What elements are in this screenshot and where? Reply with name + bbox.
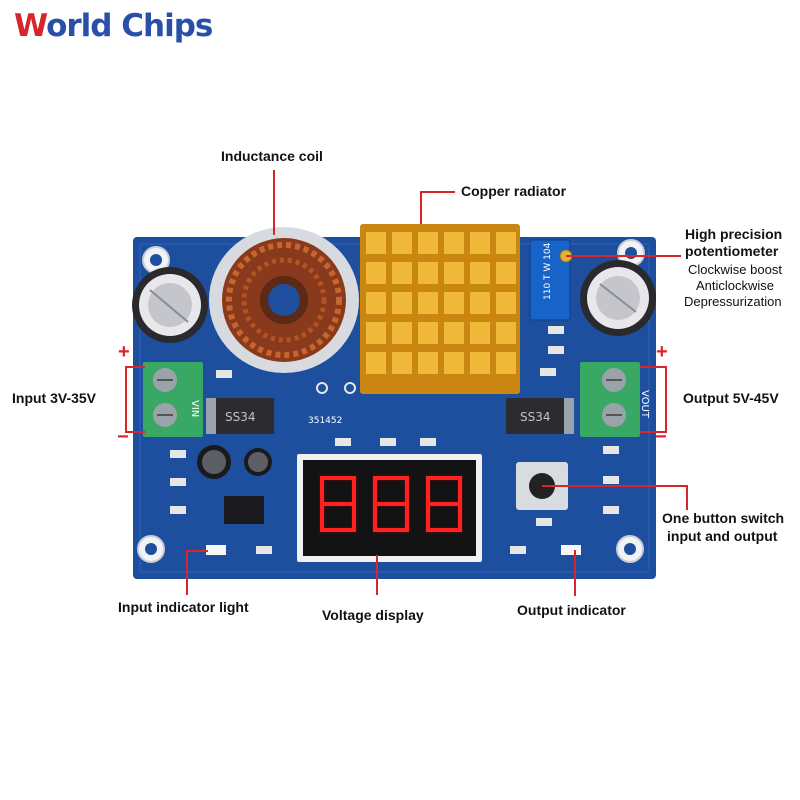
- brand-logo: World Chips: [14, 8, 213, 44]
- label-output-indicator: Output indicator: [517, 602, 626, 618]
- diode-marking: SS34: [225, 410, 256, 424]
- logo-initial: W: [14, 8, 47, 44]
- callout-line-input-led-h: [186, 550, 208, 552]
- label-button-1: One button switch: [662, 510, 785, 526]
- callout-line-button-v: [686, 485, 688, 510]
- pot-marking: 110 T W 104: [543, 242, 553, 300]
- callout-bracket-input-bottom: [125, 431, 145, 433]
- callout-line-radiator-h: [420, 191, 455, 193]
- output-terminal: VOUT: [580, 362, 650, 437]
- left-capacitor: [132, 267, 208, 343]
- copper-radiator: [360, 224, 520, 394]
- label-pot-desc-2: Anticlockwise: [696, 278, 775, 293]
- input-plus-sign: +: [118, 341, 130, 363]
- label-output: Output 5V-45V: [683, 390, 779, 406]
- label-potentiometer-2: potentiometer: [685, 243, 779, 259]
- potentiometer: 110 T W 104: [529, 239, 573, 321]
- callout-line-button-h: [542, 485, 687, 487]
- callout-bracket-input-top: [125, 366, 145, 368]
- logo-text: orld Chips: [46, 8, 213, 44]
- ic-u1: [224, 496, 264, 524]
- inductance-coil: [209, 227, 359, 373]
- label-voltage-display: Voltage display: [322, 607, 424, 623]
- label-pot-desc-1: Clockwise boost: [688, 262, 782, 277]
- input-terminal: VIN: [143, 362, 203, 437]
- callout-line-display: [376, 555, 378, 595]
- label-inductance-coil: Inductance coil: [221, 148, 323, 164]
- callout-line-radiator-v: [420, 191, 422, 224]
- callout-bracket-input: [125, 366, 127, 433]
- output-plus-sign: +: [656, 341, 668, 363]
- vin-silkscreen: VIN: [189, 400, 200, 417]
- label-pot-desc-3: Depressurization: [684, 294, 782, 309]
- diode-d4: SS34: [506, 398, 574, 434]
- callout-bracket-output-bottom: [640, 431, 666, 433]
- callout-line-input-led: [186, 550, 188, 595]
- model-silkscreen: 351452: [308, 416, 342, 426]
- output-minus-sign: −: [655, 426, 667, 448]
- led-d1: [206, 545, 226, 555]
- input-minus-sign: −: [117, 426, 129, 448]
- label-input-indicator: Input indicator light: [118, 599, 249, 615]
- voltage-display: [297, 454, 482, 562]
- label-copper-radiator: Copper radiator: [461, 183, 567, 199]
- callout-bracket-output: [665, 366, 667, 433]
- diode-marking: SS34: [520, 410, 551, 424]
- callout-line-coil: [273, 170, 275, 235]
- diode-d3: SS34: [206, 398, 274, 434]
- right-capacitor: [580, 260, 656, 336]
- callout-line-pot: [566, 255, 681, 257]
- callout-bracket-output-top: [640, 366, 666, 368]
- callout-line-output-led: [574, 550, 576, 596]
- label-button-2: input and output: [667, 528, 778, 544]
- led-d2: [561, 545, 581, 555]
- label-input: Input 3V-35V: [12, 390, 97, 406]
- vout-silkscreen: VOUT: [639, 390, 650, 419]
- label-potentiometer-1: High precision: [685, 226, 783, 242]
